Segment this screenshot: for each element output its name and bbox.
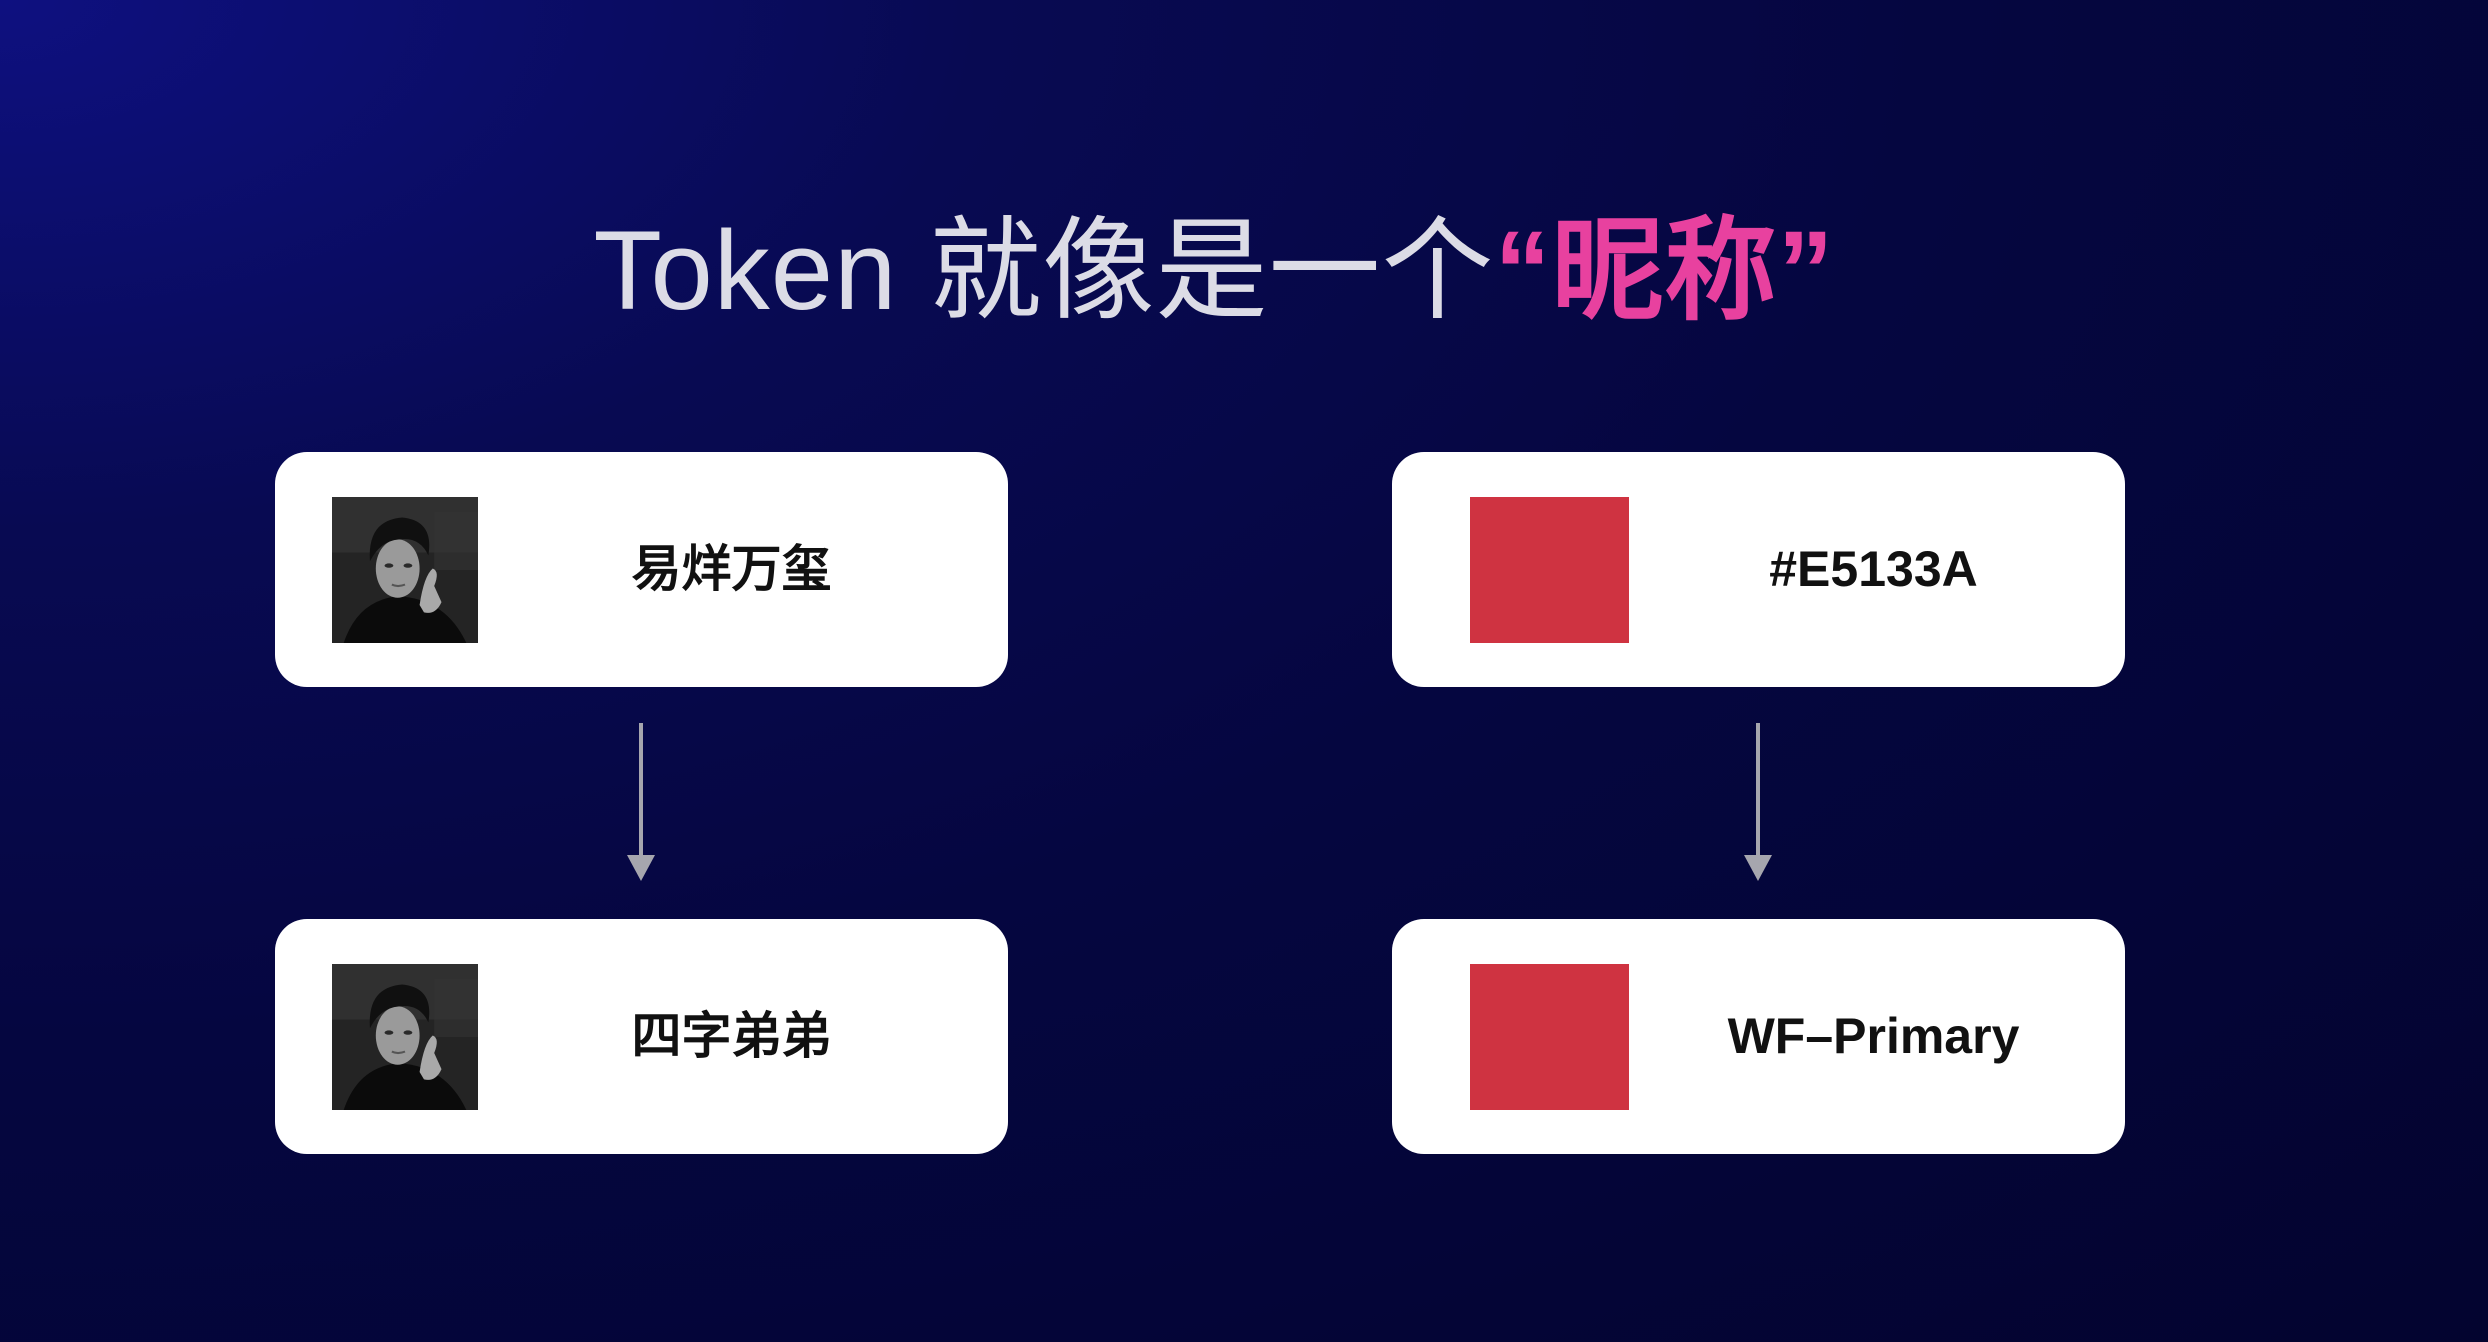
avatar-photo [332,964,478,1110]
portrait-image [332,964,478,1110]
slide-title: Token 就像是一个“昵称” [0,196,2428,346]
color-token-label: WF–Primary [1727,1008,2020,1064]
card-color-value: #E5133A [1392,452,2125,687]
portrait-image [332,497,478,643]
real-name-label: 易烊万玺 [631,541,832,597]
card-color-token: WF–Primary [1392,919,2125,1154]
arrow-down-icon [1738,723,1778,883]
arrow-down-icon [621,723,661,883]
color-swatch [1470,497,1629,643]
color-value-label: #E5133A [1769,541,1978,597]
color-swatch [1470,964,1629,1110]
card-nickname: 四字弟弟 [275,919,1008,1154]
card-real-name: 易烊万玺 [275,452,1008,687]
nickname-label: 四字弟弟 [631,1008,832,1064]
title-highlight: “昵称” [1494,208,1835,333]
title-prefix: Token 就像是一个 [593,208,1495,333]
avatar-photo [332,497,478,643]
